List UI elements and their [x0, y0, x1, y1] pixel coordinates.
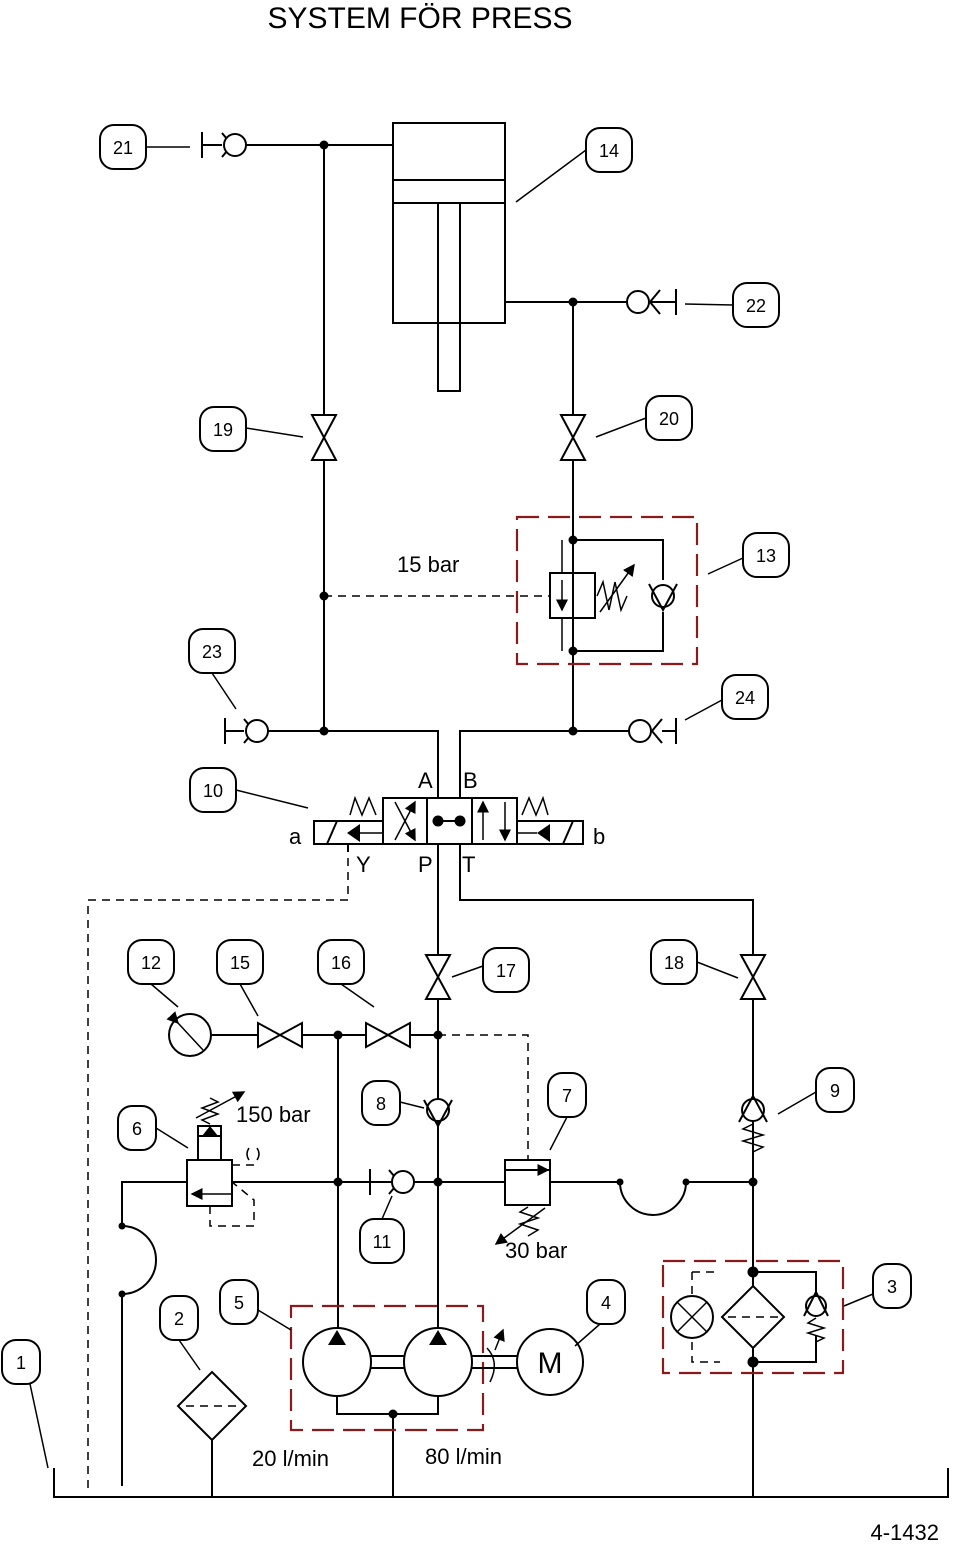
callout-23: 23	[202, 642, 222, 662]
port-Y-label: Y	[356, 852, 371, 877]
press-cylinder	[392, 122, 506, 392]
flexible-hose-return	[121, 1225, 157, 1295]
callout-10: 10	[203, 781, 223, 801]
directional-valve	[313, 795, 584, 852]
check-valve-8	[423, 1098, 453, 1129]
callout-20: 20	[659, 409, 679, 429]
callout-7: 7	[562, 1086, 572, 1106]
callout-4: 4	[601, 1293, 611, 1313]
callout-1: 1	[16, 1353, 26, 1373]
quick-coupling-21	[201, 132, 247, 158]
callout-11: 11	[373, 1232, 392, 1252]
flow-rate-large-label: 80 l/min	[425, 1444, 502, 1469]
electric-motor: M	[516, 1328, 584, 1396]
drawing-number: 4-1432	[870, 1520, 939, 1544]
callout-bubbles: 1 2 3 4 5 6 7 8 9 10	[1, 124, 912, 1469]
relief-pressure-label: 150 bar	[236, 1102, 311, 1127]
callout-9: 9	[830, 1081, 840, 1101]
return-filter-assembly	[661, 1259, 845, 1375]
callout-19: 19	[213, 420, 233, 440]
port-T-label: T	[462, 852, 475, 877]
piping	[53, 144, 949, 1498]
port-P-label: P	[418, 852, 433, 877]
quick-coupling-11	[369, 1169, 415, 1195]
relief-valve-13	[515, 515, 699, 666]
pressure-gauge	[166, 1011, 212, 1057]
check-valve-9	[738, 1093, 768, 1153]
junction-dots	[118, 140, 759, 1419]
callout-18: 18	[664, 953, 684, 973]
shutoff-valve-19	[310, 414, 338, 461]
callout-5: 5	[234, 1293, 244, 1313]
diagram-title: SYSTEM FÖR PRESS	[267, 2, 572, 35]
solenoid-a-label: a	[289, 824, 302, 849]
callout-21: 21	[113, 138, 133, 158]
pilot-lines	[87, 595, 720, 1490]
callout-17: 17	[496, 961, 516, 981]
suction-filter	[176, 1370, 248, 1442]
pilot-pressure-label: 15 bar	[397, 552, 459, 577]
callout-14: 14	[599, 141, 619, 161]
sequence-valve-7	[494, 1159, 551, 1245]
pump-assembly	[289, 1304, 517, 1432]
shutoff-valve-15	[257, 1021, 303, 1049]
port-A-label: A	[418, 768, 433, 793]
quick-coupling-23	[224, 718, 269, 744]
quick-coupling-24	[628, 718, 677, 744]
callout-8: 8	[376, 1094, 386, 1114]
shutoff-valve-20	[559, 414, 587, 461]
callout-22: 22	[746, 296, 766, 316]
callout-12: 12	[141, 953, 161, 973]
relief-valve-6	[186, 1091, 260, 1207]
callout-15: 15	[230, 953, 250, 973]
quick-coupling-22	[626, 289, 677, 315]
shutoff-valve-17	[424, 954, 452, 1000]
flow-rate-small-label: 20 l/min	[252, 1446, 329, 1471]
sequence-pressure-label: 30 bar	[505, 1238, 567, 1263]
shutoff-valve-16	[365, 1021, 411, 1049]
annotations: 15 bar 150 bar 30 bar 20 l/min 80 l/min …	[236, 552, 939, 1544]
callout-16: 16	[331, 953, 351, 973]
callout-13: 13	[756, 546, 776, 566]
flexible-hose-pressure	[619, 1181, 687, 1216]
callout-2: 2	[174, 1309, 184, 1329]
port-B-label: B	[463, 768, 478, 793]
solenoid-b-label: b	[593, 824, 605, 849]
motor-label: M	[538, 1347, 563, 1380]
callout-6: 6	[132, 1119, 142, 1139]
shutoff-valve-18	[739, 954, 767, 1000]
callout-3: 3	[887, 1277, 897, 1297]
callout-24: 24	[735, 688, 755, 708]
